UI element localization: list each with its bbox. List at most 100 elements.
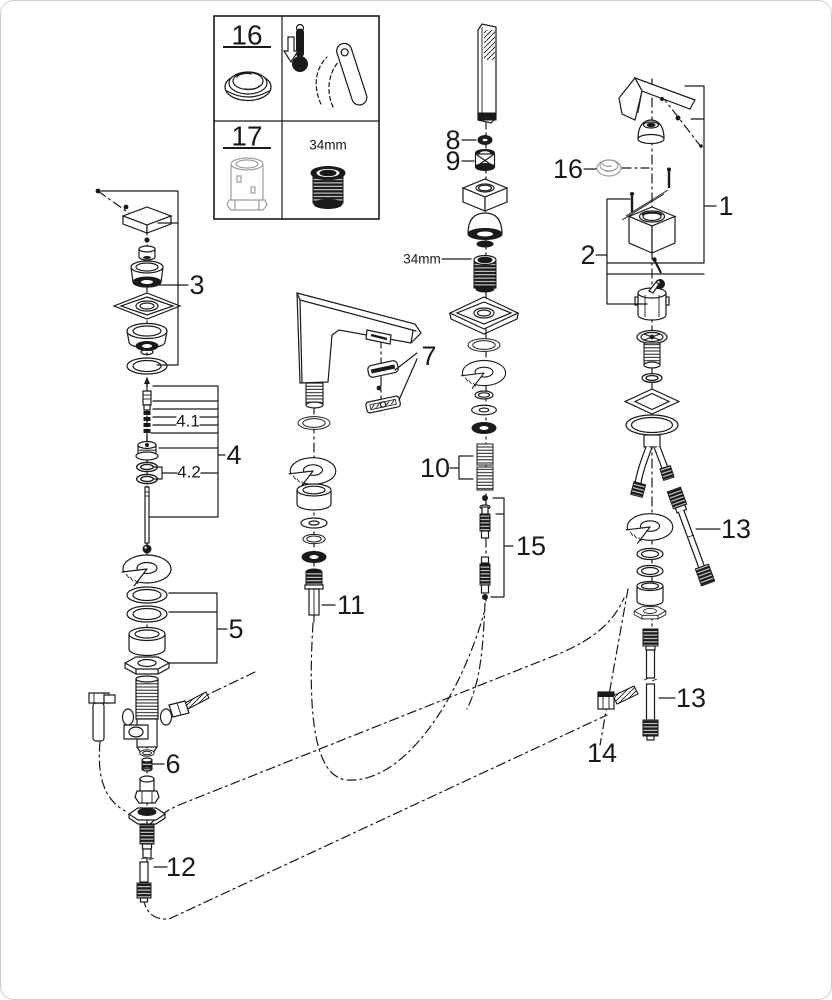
aerator-insert-part	[367, 360, 399, 378]
callout-9: 9	[445, 146, 460, 176]
inset-temp-limiter-cap	[224, 71, 272, 102]
o-ring	[636, 564, 664, 578]
callout-7: 7	[421, 341, 436, 371]
square-escutcheon-part	[448, 296, 520, 335]
side-bolt-part	[168, 691, 210, 718]
hose-13-vertical-part	[642, 628, 659, 741]
callout-8: 8	[445, 125, 460, 155]
threaded-shank-part	[135, 675, 159, 720]
callout-brackets	[100, 85, 721, 868]
o-ring	[467, 338, 501, 352]
column-2-spout-assembly	[287, 292, 422, 616]
spacer-cylinder-part	[296, 483, 332, 511]
connector-nut-part	[134, 775, 160, 804]
dome-cap-part	[637, 119, 665, 145]
threaded-bushing-34mm-part	[473, 254, 497, 293]
screw-dot-icon	[376, 385, 382, 391]
check-valve-part	[474, 149, 496, 171]
screw-dot-icon	[699, 144, 703, 148]
lever-handle-part	[618, 76, 696, 121]
valve-body-with-hoses	[630, 434, 675, 498]
spout-part	[296, 292, 422, 384]
mounting-screw-part	[667, 167, 671, 188]
callout-16: 16	[553, 154, 583, 184]
cup-part	[130, 260, 164, 288]
washer	[300, 517, 328, 529]
flange-part	[126, 322, 168, 356]
o-ring	[636, 547, 664, 561]
callout-15: 15	[516, 531, 546, 561]
inset-cartridge-sleeve	[226, 157, 268, 211]
callout-5: 5	[228, 614, 243, 644]
spacer-cylinder-part	[636, 580, 664, 607]
housing-cube-part	[627, 206, 677, 254]
temp-limiter-cap-part	[596, 159, 622, 177]
horseshoe-washer	[460, 359, 507, 390]
inset-label-34mm: 34mm	[309, 138, 347, 153]
callout-4: 4	[226, 440, 241, 470]
o-ring	[126, 357, 168, 375]
inset-label-16: 16	[231, 20, 262, 51]
callout-11: 11	[337, 590, 365, 620]
small-cylinder-part	[138, 245, 156, 261]
callout-12: 12	[166, 852, 196, 882]
inset-threaded-bushing	[310, 166, 346, 209]
callout-3: 3	[189, 270, 204, 300]
handle-cube-part	[121, 206, 173, 234]
callout-4-1: 4.1	[176, 412, 200, 431]
screw-dot-icon	[675, 115, 681, 121]
mounting-screw-part	[629, 192, 635, 212]
large-o-ring	[625, 414, 679, 436]
callout-13-lower: 13	[676, 683, 706, 713]
hex-nut-dark	[127, 807, 167, 825]
column-3-handshower-assembly	[448, 23, 520, 600]
hex-nut	[633, 606, 667, 620]
o-ring	[126, 605, 168, 623]
screw-dot-icon	[123, 204, 129, 210]
washer	[471, 404, 497, 416]
elbow-14-part	[597, 685, 639, 710]
callout-2: 2	[580, 240, 595, 270]
callout-labels: 16 17 34mm 3 4 4.1 4.2 5 6 12 7 11 8 9 3…	[165, 20, 751, 883]
ball-end	[142, 544, 152, 554]
o-ring	[302, 533, 326, 545]
o-ring	[297, 416, 331, 430]
spring-part	[476, 443, 494, 466]
callout-34mm: 34mm	[403, 252, 441, 267]
spout-shank-part	[305, 382, 324, 409]
pull-rod-lower-part	[479, 556, 491, 600]
o-ring	[474, 390, 494, 400]
o-ring	[139, 749, 155, 757]
knurled-nut-part	[135, 440, 159, 461]
screw-plane-lines	[621, 189, 669, 221]
cone-part	[467, 212, 503, 248]
hex-nut	[124, 656, 170, 675]
column-1-assembly	[88, 188, 210, 903]
callout-1: 1	[718, 191, 733, 221]
screw-dot-icon	[144, 237, 150, 243]
holder-block-part	[461, 178, 509, 212]
valve-pin-part	[142, 377, 152, 443]
part-6-insert	[141, 757, 153, 772]
pull-rod-upper-part	[479, 504, 491, 539]
stick-handshower-part	[477, 23, 497, 124]
hose-12-part	[136, 824, 155, 903]
set-screw-part	[652, 257, 662, 274]
threaded-stud-part	[304, 568, 324, 616]
callout-10: 10	[420, 453, 450, 483]
cartridge-part	[634, 281, 670, 321]
inset-legend	[213, 15, 380, 220]
dark-washer	[471, 422, 497, 434]
inset-label-17: 17	[231, 121, 262, 152]
o-ring-8-part	[477, 135, 493, 145]
cold-thermometer-icon	[282, 23, 308, 72]
cartridge-flange-part	[636, 329, 668, 369]
spacer-cylinder-part	[128, 626, 166, 657]
lever-rotation-icon	[315, 42, 368, 108]
square-escutcheon-part	[112, 292, 182, 320]
callout-13-upper: 13	[721, 514, 751, 544]
elbow-fitting-part	[88, 692, 116, 742]
escutcheon-frame-part	[623, 388, 681, 415]
callout-4-2: 4.2	[177, 463, 201, 482]
callout-14: 14	[587, 738, 617, 768]
